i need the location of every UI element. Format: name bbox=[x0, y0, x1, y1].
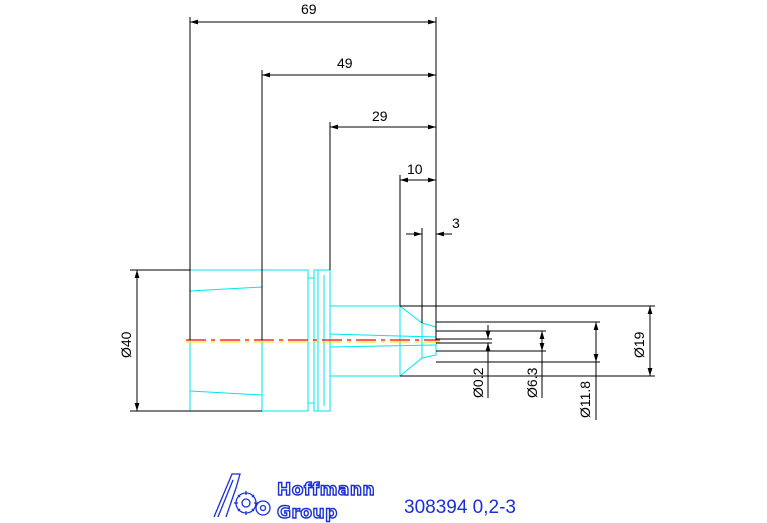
dim-69: 69 bbox=[301, 1, 317, 17]
right-diameter-dimensions bbox=[400, 305, 655, 420]
dim-3: 3 bbox=[452, 215, 460, 231]
article-code: 308394 0,2-3 bbox=[404, 497, 516, 518]
dim-dia-19: Ø19 bbox=[631, 331, 647, 358]
dim-49: 49 bbox=[337, 55, 353, 71]
logo-line2: Group bbox=[277, 503, 338, 523]
logo-line1: Hoffmann bbox=[277, 480, 375, 500]
nozzle-cone bbox=[399, 305, 437, 377]
body-inner-taper bbox=[189, 286, 263, 292]
length-dimensions bbox=[189, 17, 452, 340]
dim-dia-40: Ø40 bbox=[118, 331, 134, 358]
dim-dia-6-3: Ø6.3 bbox=[524, 367, 540, 398]
dim-dia-11-8: Ø11.8 bbox=[577, 381, 593, 418]
body-inner-taper-lower bbox=[189, 390, 263, 396]
dim-10: 10 bbox=[407, 161, 423, 177]
hoffmann-logo: Hoffmann Group bbox=[213, 473, 375, 523]
dim-dia-0-2: Ø0.2 bbox=[470, 367, 486, 398]
dia-40-dimension bbox=[130, 269, 262, 412]
dim-29: 29 bbox=[372, 108, 388, 124]
nozzle-shaft bbox=[330, 305, 401, 377]
hoffmann-emblem-icon bbox=[213, 473, 271, 518]
